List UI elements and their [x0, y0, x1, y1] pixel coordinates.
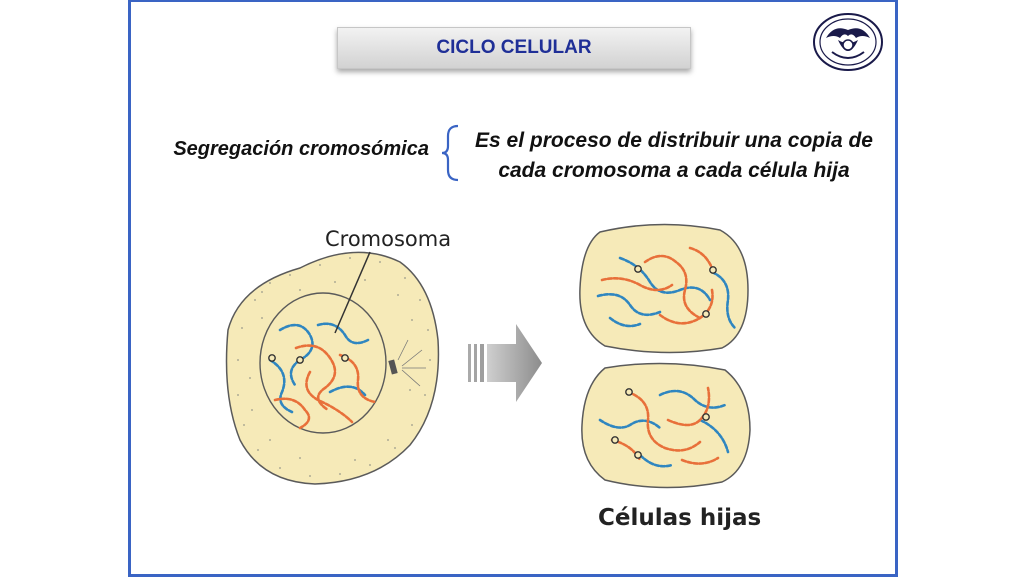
daughter-cells-label: Células hijas — [598, 505, 762, 531]
title-banner: CICLO CELULAR — [337, 27, 691, 69]
definition-line-2: cada cromosoma a cada célula hija — [498, 159, 850, 182]
right-arrow-icon — [468, 324, 542, 402]
definition-text: Es el proceso de distribuir una copia de… — [464, 126, 884, 186]
term-label: Segregación cromosómica — [173, 138, 429, 160]
daughter-cell-bottom — [581, 362, 751, 489]
slide-title: CICLO CELULAR — [436, 37, 592, 58]
definition-line-1: Es el proceso de distribuir una copia de — [475, 129, 873, 152]
curly-brace-icon — [441, 124, 459, 182]
chromosome-label: Cromosoma — [325, 227, 452, 251]
university-seal-icon — [813, 13, 883, 71]
parent-cell — [225, 251, 440, 485]
daughter-cell-top — [579, 223, 749, 354]
